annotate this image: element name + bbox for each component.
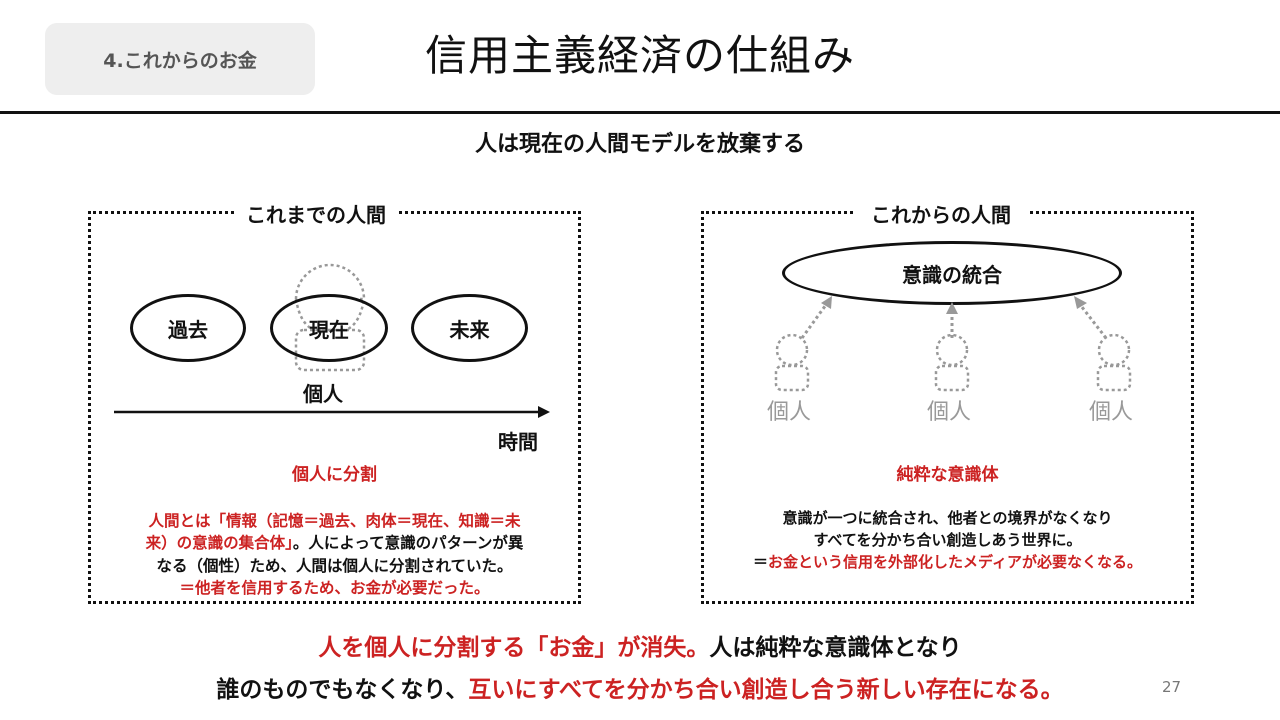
right-note-line1: 意識が一つに統合され、他者との境界がなくなり (782, 509, 1113, 527)
time-label: 時間 (498, 430, 538, 454)
left-heading: 個人に分割 (292, 465, 377, 485)
left-note-line2-black: 。人によって意識のパターンが異 (292, 534, 524, 553)
footer-line-1: 人を個人に分割する「お金」が消失。人は純粋な意識体となり (0, 628, 1280, 662)
ellipse-future: 未来 (411, 294, 528, 362)
right-note-line3-black: ＝ (753, 552, 769, 571)
left-note-line4: ＝他者を信用するため、お金が必要だった。 (179, 579, 490, 598)
title-divider (0, 111, 1280, 114)
right-note-line3-red: お金という信用を外部化したメディアが必要なくなる。 (768, 552, 1142, 571)
section-tag: 4.これからのお金 (45, 23, 315, 95)
footer-line-2: 誰のものでもなくなり、互いにすべてを分かち合い創造し合う新しい存在になる。 (0, 670, 1280, 704)
left-note-line1: 人間とは「情報（記憶＝過去、肉体＝現在、知識＝未 (148, 512, 521, 530)
dotted-arrow-icon (800, 296, 1108, 339)
footer-line2-black: 誰のものでもなくなり、 (216, 677, 469, 703)
left-panel-title: これまでの人間 (234, 199, 398, 228)
right-panel-title: これからの人間 (855, 199, 1027, 228)
footer-line1-red: 人を個人に分割する「お金」が消失。 (318, 635, 710, 661)
individual-label-3: 個人 (1089, 400, 1134, 425)
footer-line1-black: 人は純粋な意識体となり (709, 635, 962, 661)
footer-line2-red: 互いにすべてを分かち合い創造し合う新しい存在になる。 (468, 677, 1064, 703)
left-note-line2-red: 来）の意識の集合体」 (145, 534, 293, 553)
individual-label: 個人 (303, 382, 343, 406)
page-number: 27 (1162, 678, 1182, 696)
left-note-line2: 来）の意識の集合体」。人によって意識のパターンが異 (92, 532, 577, 554)
individual-label-1: 個人 (767, 400, 812, 425)
left-note-line3: なる（個性）ため、人間は個人に分割されていた。 (156, 556, 513, 575)
right-note: 意識が一つに統合され、他者との境界がなくなり すべてを分かち合い創造しあう世界に… (703, 508, 1192, 573)
ellipse-present: 現在 (270, 294, 388, 362)
right-note-line3: ＝お金という信用を外部化したメディアが必要なくなる。 (703, 552, 1192, 574)
person-outline-icon (934, 333, 970, 392)
individual-label-2: 個人 (927, 400, 972, 425)
slide-subtitle: 人は現在の人間モデルを放棄する (474, 132, 805, 157)
right-heading: 純粋な意識体 (896, 465, 999, 485)
slide-title: 信用主義経済の仕組み (424, 31, 855, 80)
right-note-line2: すべてを分かち合い創造しあう世界に。 (813, 530, 1082, 549)
ellipse-past: 過去 (130, 294, 246, 362)
timeline-arrow-icon (114, 406, 550, 418)
person-outline-icon (774, 333, 810, 392)
left-note: 人間とは「情報（記憶＝過去、肉体＝現在、知識＝未 来）の意識の集合体」。人によっ… (92, 510, 577, 600)
person-outline-icon (1096, 333, 1132, 392)
